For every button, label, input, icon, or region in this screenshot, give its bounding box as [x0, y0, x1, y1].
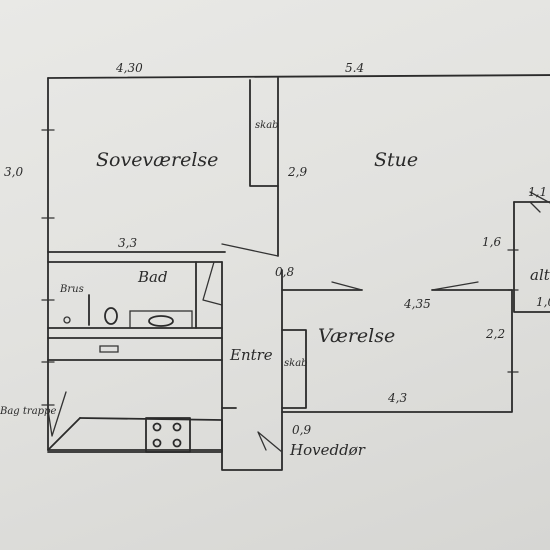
front-door-swing: [257, 431, 283, 453]
room-label-vaerelse: Værelse: [318, 325, 395, 347]
label-bruser: Brus: [59, 284, 84, 295]
label-skab-entre: skab: [284, 358, 308, 369]
vaerelse-walls: [281, 289, 513, 413]
skab-cabinet: [249, 77, 279, 257]
room-label-entre: Entre: [229, 346, 273, 364]
dim-bed-bottom: 3,3: [118, 236, 137, 250]
room-label-altan: alt: [530, 266, 550, 284]
toilet-icon: [104, 307, 118, 325]
room-label-bad: Bad: [137, 268, 168, 286]
altan: [513, 191, 550, 313]
dim-skab-height: 2,9: [287, 165, 307, 179]
washer-icon: [99, 345, 119, 353]
stove: [145, 417, 191, 453]
bath-door-swing: [202, 261, 223, 306]
sink-counter: [129, 310, 193, 329]
outer-walls: [47, 74, 550, 451]
dim-top-left: 4,30: [115, 61, 143, 75]
dim-altan-lower: 1,0: [536, 295, 550, 309]
top-wall: [47, 74, 550, 79]
dimension-labels: 4,30 5.4 3,0 2,9 3,3 0,8 1,1 1,6 1,0 4,3…: [4, 61, 550, 437]
label-bagtrappe: Bag trappe: [0, 406, 56, 417]
label-skab-top: skab: [255, 120, 279, 131]
sink-icon: [148, 315, 174, 327]
bedroom-door-swing: [221, 243, 279, 257]
entre-skab: [281, 329, 307, 409]
dim-altan-depth: 1,6: [482, 235, 501, 249]
dim-stue-partition: 4,35: [403, 297, 431, 311]
dim-vaerelse-height: 2,2: [485, 327, 505, 341]
dim-left-height: 3,0: [4, 165, 23, 179]
dim-entre-width: 0,8: [275, 265, 294, 279]
bathroom: [47, 261, 223, 361]
dim-door-width: 0,9: [292, 423, 311, 437]
dim-top-right: 5.4: [345, 61, 364, 75]
wall-ticks: [41, 129, 519, 406]
label-bagtrappe-text: Bag trappe: [0, 406, 56, 417]
dim-altan-width: 1,1: [528, 185, 547, 199]
back-door-swing: [47, 391, 67, 437]
room-label-sovevaerelse: Soveværelse: [96, 149, 218, 171]
dim-vaerelse-width: 4,3: [387, 391, 407, 405]
entre-hall: [221, 261, 283, 471]
drain-icon: [63, 316, 71, 324]
kitchen: [47, 391, 223, 453]
vaerelse-door-swing: [331, 281, 363, 291]
room-labels: Soveværelse Stue Bad Entre Værelse alt s…: [0, 120, 550, 459]
room-label-stue: Stue: [374, 149, 418, 171]
stue-partition: [281, 281, 513, 291]
label-hoveddor: Hoveddør: [289, 441, 366, 459]
